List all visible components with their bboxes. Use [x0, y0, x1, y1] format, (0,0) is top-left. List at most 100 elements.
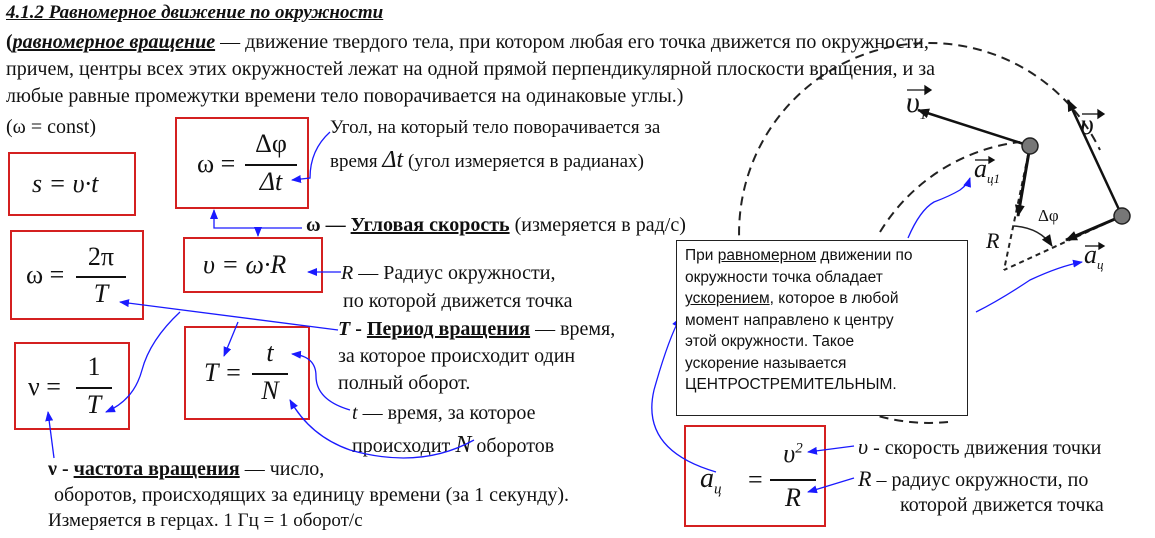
label-a1: aц1: [974, 154, 1000, 187]
formula-period-lhs: T =: [204, 358, 243, 387]
note-rad-1: R – радиус окружности, по: [858, 466, 1088, 492]
note-angle-2: время Δt (угол измеряется в радианах): [330, 147, 644, 174]
intro-term: равномерное вращение: [12, 31, 216, 53]
note-rad-sym: R: [858, 466, 872, 491]
centripetal-a: a: [700, 463, 714, 494]
velocity-v-arrow: [1066, 99, 1124, 217]
arrow-box-to-a1: [907, 177, 971, 239]
fraction-bar: [76, 387, 112, 389]
label-v1-sym: υ: [906, 86, 920, 119]
note-period-2: за которое происходит один: [338, 345, 576, 367]
formula-frequency-num: 1: [87, 352, 101, 381]
note-radius-2: по которой движется точка: [343, 290, 573, 312]
label-v1-sub: 1: [919, 108, 927, 123]
omega-dash: —: [320, 214, 351, 236]
note-frequency-1: ν - частота вращения — число,: [48, 458, 324, 481]
formula-frequency-den: T: [86, 390, 102, 419]
formula-angular-velocity-num: Δφ: [255, 129, 287, 158]
radius-line-2: [1003, 215, 1123, 271]
formula-omega-period-num: 2π: [87, 242, 115, 271]
formula-frequency-lhs: ν =: [28, 372, 61, 401]
note-time-2b: N: [455, 432, 472, 458]
note-rad-text: – радиус окружности, по: [871, 469, 1089, 491]
info-l1c: движении по: [816, 247, 913, 264]
page-title: 4.1.2 Равномерное движение по окружности: [6, 2, 384, 23]
radius-line-1: [1003, 145, 1031, 271]
intro-open-paren: (: [6, 31, 13, 53]
info-l3b: , которое в любой: [769, 290, 899, 307]
note-period-3: полный оборот.: [338, 372, 471, 394]
angle-arc: [1013, 225, 1053, 247]
note-frequency-3: Измеряется в герцах. 1 Гц = 1 оборот/с: [48, 510, 363, 531]
note-angle-2c: (угол измеряется в радианах): [403, 151, 644, 172]
label-radius: R: [986, 228, 1000, 253]
intro-line-1: (равномерное вращение — движение твердог…: [6, 31, 929, 54]
note-time-text: — время, за которое: [357, 402, 536, 424]
info-line-5: этой окружности. Такое: [685, 333, 855, 350]
formula-angular-velocity-lhs: ω =: [197, 149, 236, 178]
formula-period-num: t: [266, 338, 274, 367]
formula-angular-velocity-box: ω = Δφ Δt: [175, 117, 309, 209]
info-line-3: ускорением, которое в любой: [685, 288, 959, 310]
intro-text-1: — движение твердого тела, при котором лю…: [215, 31, 929, 53]
note-time-1: t — время, за которое: [352, 402, 536, 425]
note-radius-1: R — Радиус окружности,: [341, 262, 556, 285]
omega-symbol: ω: [306, 214, 321, 236]
omega-units: (измеряется в рад/с): [509, 214, 686, 236]
info-l1a: При: [685, 247, 718, 264]
period-symbol: T: [338, 318, 351, 340]
fraction-bar: [252, 373, 288, 375]
formula-centripetal-box: aц = υ2 R: [684, 425, 826, 527]
note-rad-2: которой движется точка: [900, 494, 1104, 516]
centripetal-info-box: При равномерном движении по окружности т…: [676, 240, 968, 416]
note-angle-1: Угол, на который тело поворачивается за: [330, 117, 661, 138]
note-radius-text: — Радиус окружности,: [353, 262, 556, 284]
freq-name: частота вращения: [73, 458, 240, 480]
label-v1: υ1: [906, 86, 927, 124]
label-a2-sub: ц: [1097, 257, 1104, 273]
note-angle-2a: время: [330, 151, 383, 172]
formula-period-box: T = t N: [184, 326, 310, 420]
freq-dash: -: [56, 458, 74, 480]
accel-a2-arrow: [1065, 214, 1123, 242]
formula-omega-period-lhs: ω =: [26, 260, 65, 289]
formula-period-den: N: [261, 376, 279, 405]
note-radius-sym: R: [341, 262, 354, 284]
fraction-bar: [770, 479, 816, 481]
omega-name: Угловая скорость: [350, 214, 510, 236]
arrow-box-to-a2: [975, 259, 1083, 313]
note-period-1: T - Период вращения — время,: [338, 318, 615, 341]
fraction-bar: [245, 164, 297, 166]
arrow-omega-to-formula: [210, 209, 302, 229]
formula-linear-velocity: υ = ω·R: [203, 250, 287, 279]
point-2: [1113, 207, 1131, 225]
omega-const: (ω = const): [6, 116, 96, 138]
note-time-2a: происходит: [352, 435, 456, 457]
formula-frequency-box: ν = 1 T: [14, 342, 130, 430]
accel-a1-arrow: [1014, 145, 1032, 217]
info-line-6: ускорение называется: [685, 354, 847, 372]
velocity-v1-arrow: [917, 108, 1031, 148]
formula-angular-velocity-den: Δt: [259, 167, 283, 196]
centripetal-sub: ц: [714, 481, 722, 498]
formula-omega-period-box: ω = 2π T: [10, 230, 144, 320]
info-l1b: равномерном: [717, 247, 817, 264]
freq-symbol: ν: [48, 458, 57, 480]
label-v: υ: [1080, 108, 1094, 141]
note-frequency-2: оборотов, происходящих за единицу времен…: [54, 484, 570, 506]
note-speed-sym: υ: [858, 434, 869, 459]
formula-distance: s = υ·t: [32, 169, 99, 198]
centripetal-eq: =: [748, 465, 763, 494]
intro-line-3: любые равные промежутки времени тело пов…: [6, 85, 684, 107]
period-rest: — время,: [530, 318, 616, 340]
formula-linear-velocity-box: υ = ω·R: [183, 237, 323, 293]
formula-centripetal-num: υ2: [770, 439, 816, 469]
label-a2-sym: a: [1084, 240, 1097, 269]
formula-omega-period-den: T: [93, 279, 109, 308]
fraction-bar: [76, 276, 126, 278]
formula-distance-box: s = υ·t: [8, 152, 136, 216]
label-delta-phi: Δφ: [1038, 206, 1059, 225]
note-speed: υ - скорость движения точки: [858, 434, 1101, 460]
centripetal-v: υ: [783, 439, 796, 468]
label-a2: aц: [1084, 240, 1104, 273]
